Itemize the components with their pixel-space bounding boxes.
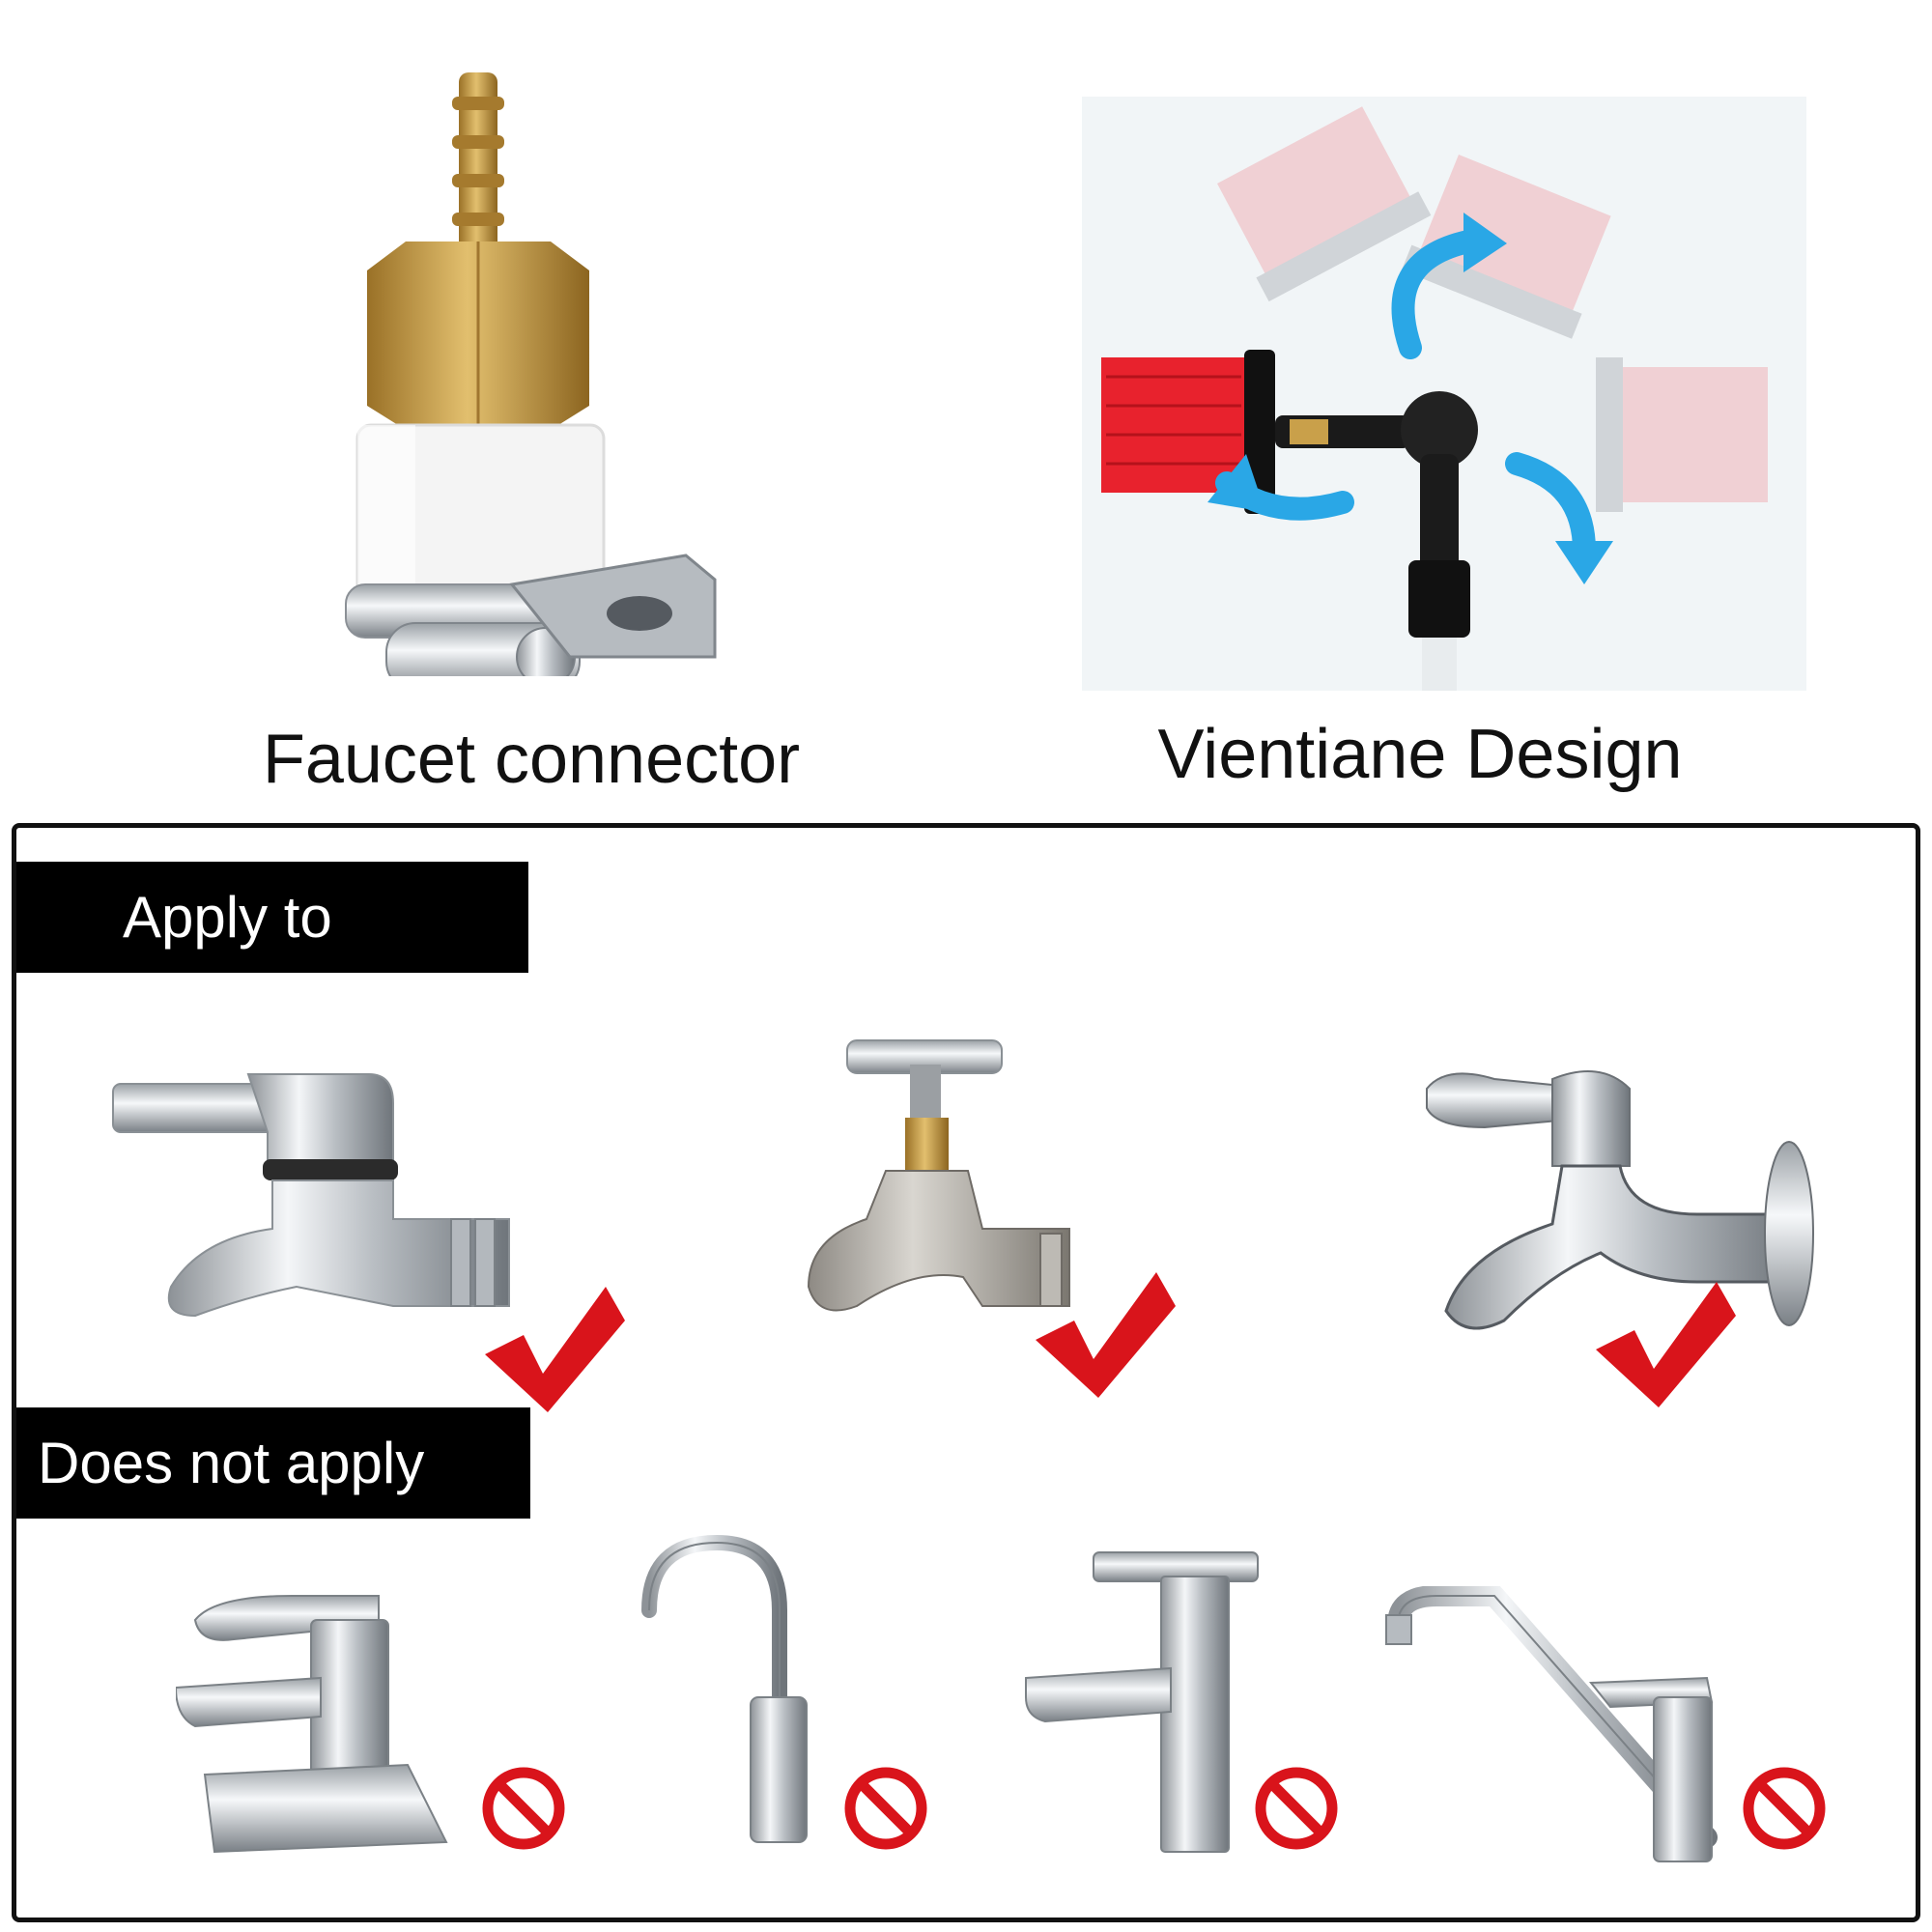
- prohibited-icon: [842, 1765, 929, 1852]
- prohibited-icon: [1253, 1765, 1340, 1852]
- compatibility-panel: Apply to: [12, 823, 1920, 1922]
- check-mark-icon: [1031, 1267, 1176, 1403]
- wall-faucet-lever-icon: [103, 1055, 557, 1345]
- prohibited-icon: [1741, 1765, 1828, 1852]
- gooseneck-faucet-icon: [635, 1533, 847, 1852]
- kitchen-swivel-faucet-icon: [1378, 1586, 1755, 1866]
- faucet-connector-caption: Faucet connector: [262, 721, 801, 798]
- check-mark-icon: [480, 1282, 625, 1417]
- apply-to-text: Apply to: [123, 885, 332, 950]
- prohibited-icon: [480, 1765, 567, 1852]
- wall-faucet-flange-icon: [1407, 1060, 1833, 1359]
- tall-basin-tap-icon: [1016, 1543, 1267, 1861]
- cross-handle-bib-tap-icon: [751, 1026, 1156, 1345]
- vientiane-design-image: [1082, 97, 1806, 691]
- does-not-apply-label: Does not apply: [16, 1407, 530, 1519]
- apply-to-label: Apply to: [16, 862, 528, 973]
- basin-mixer-tap-icon: [176, 1572, 495, 1861]
- vientiane-design-caption: Vientiane Design: [1157, 716, 1683, 793]
- faucet-connector-image: [328, 58, 782, 676]
- does-not-apply-text: Does not apply: [38, 1431, 425, 1495]
- check-mark-icon: [1591, 1277, 1736, 1412]
